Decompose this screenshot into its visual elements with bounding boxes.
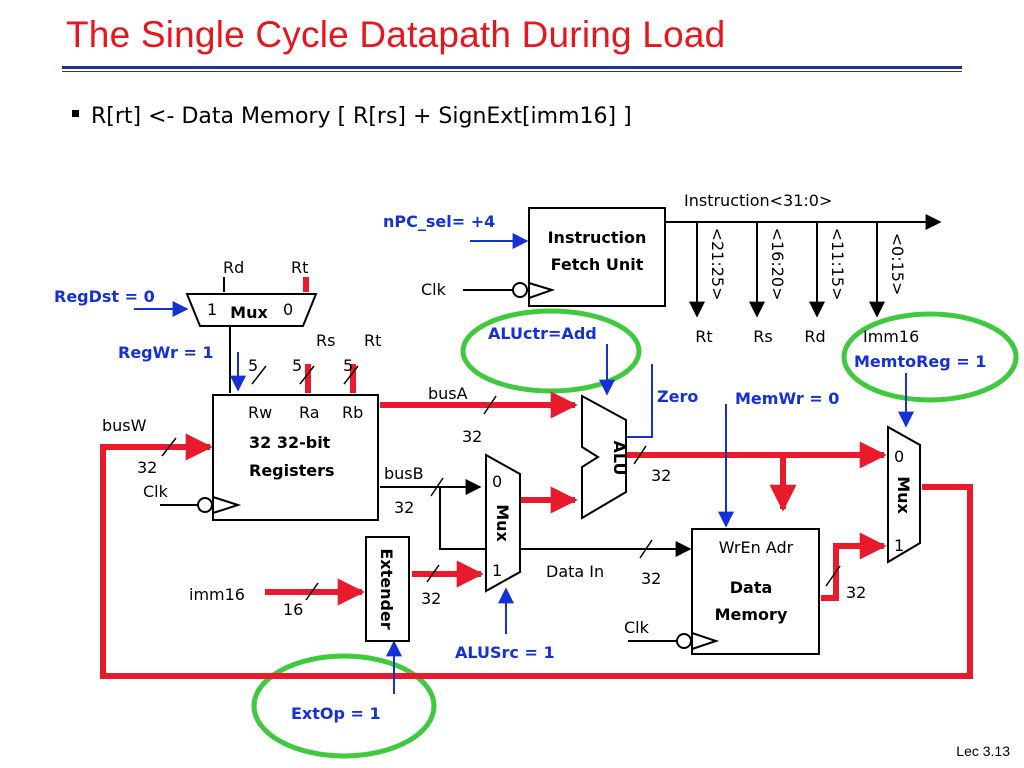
data-in-width-label: 32 [641, 569, 661, 588]
slash-alu-out [633, 445, 647, 465]
ifu-clk-label: Clk [421, 280, 447, 299]
dmem-out-width-label: 32 [846, 583, 866, 602]
alusrc-mux-in0: 0 [492, 472, 502, 491]
memtoreg-highlight [841, 311, 1019, 403]
width-slashes [161, 365, 841, 601]
npc-sel-label: nPC_sel= +4 [383, 212, 495, 231]
instruction-bus-label: Instruction<31:0> [684, 191, 832, 210]
writeback-loop [100, 433, 973, 679]
regfile-label-2: Registers [249, 461, 335, 480]
alusrc-label: ALUSrc = 1 [455, 643, 555, 662]
regwr-label: RegWr = 1 [118, 343, 214, 362]
title-rule-thin [62, 71, 962, 72]
busW-label: busW [102, 416, 147, 435]
field-rs-label: Rs [753, 327, 772, 346]
regfile-port-ra: Ra [299, 403, 320, 422]
regdst-mux: 1 Mux 0 [185, 293, 318, 327]
control-wires [134, 233, 914, 694]
field-16-20-label: <16:20> [768, 228, 787, 301]
slash-rb [343, 365, 359, 385]
regfile-port-rw: Rw [248, 403, 272, 422]
data-memory: WrEn Adr Data Memory [676, 528, 820, 655]
slash-imm16 [305, 582, 319, 601]
field-rd-label: Rd [804, 327, 825, 346]
rw-width-label: 5 [248, 356, 258, 375]
field-11-15-label: <11:15> [828, 228, 847, 301]
rt-label-mid: Rt [364, 331, 381, 350]
slash-busA [483, 395, 497, 415]
slash-ra [299, 365, 315, 385]
busB-label: busB [384, 464, 424, 483]
extender: Extender [365, 536, 410, 642]
ext-out-width-label: 32 [421, 589, 441, 608]
memtoreg-label: MemtoReg = 1 [854, 352, 986, 371]
rt-label-top: Rt [291, 258, 308, 277]
dmem-clk-label: Clk [624, 618, 650, 637]
alusrc-mux-label: Mux [493, 504, 512, 542]
busB-to-datain-wire [439, 487, 692, 557]
busB-width-label: 32 [394, 498, 414, 517]
rtl-bullet: R[rt] <- Data Memory [ R[rs] + SignExt[i… [72, 104, 632, 129]
title-rule-thick [62, 66, 962, 69]
dmem-ports: WrEn Adr [719, 538, 794, 557]
memtoreg-mux-in0: 0 [894, 447, 904, 466]
ifu-label-2: Fetch Unit [551, 255, 644, 274]
field-0-15-label: <0:15> [888, 233, 907, 296]
regdst-label: RegDst = 0 [54, 287, 155, 306]
memtoreg-mux: 0 Mux 1 [887, 425, 921, 564]
dmem-label-2: Memory [715, 605, 788, 624]
instruction-fetch-unit: Instruction Fetch Unit [512, 207, 666, 307]
dmem-label-1: Data [730, 578, 773, 597]
slash-busW [161, 437, 177, 457]
field-imm16-label: Imm16 [863, 327, 919, 346]
memtoreg-mux-in1: 1 [894, 536, 904, 555]
reg-clk-label: Clk [143, 482, 169, 501]
slash-datain [639, 539, 653, 559]
ra-width-label: 5 [292, 356, 302, 375]
rd-label: Rd [223, 258, 244, 277]
regdst-mux-in0: 0 [283, 300, 293, 319]
alu-out-width-label: 32 [651, 466, 671, 485]
busA-width-label: 32 [462, 427, 482, 446]
data-in-label: Data In [546, 562, 604, 581]
regdst-mux-in1: 1 [207, 300, 217, 319]
slash-busB [430, 477, 444, 497]
rtl-text: R[rt] <- Data Memory [ R[rs] + SignExt[i… [91, 104, 632, 129]
regdst-mux-label: Mux [230, 303, 268, 322]
busW-width-label: 32 [137, 458, 157, 477]
extop-highlight [251, 653, 437, 759]
aluctr-label: ALUctr=Add [488, 324, 597, 343]
alu: ALU [581, 394, 629, 520]
regfile-port-rb: Rb [342, 403, 363, 422]
slide-title: The Single Cycle Datapath During Load [66, 14, 726, 55]
slash-ext-out [426, 564, 440, 583]
rb-width-label: 5 [343, 356, 353, 375]
zero-wire [616, 364, 653, 438]
ifu-label-1: Instruction [548, 228, 647, 247]
busA-label: busA [428, 384, 468, 403]
extender-label: Extender [377, 548, 396, 629]
slash-rw [251, 365, 267, 385]
rs-label: Rs [316, 331, 335, 350]
zero-label: Zero [657, 387, 698, 406]
imm16-label: imm16 [189, 585, 245, 604]
aluctr-highlight [460, 308, 642, 394]
memtoreg-mux-label: Mux [894, 476, 913, 514]
slide-number: Lec 3.13 [956, 743, 1010, 759]
memwr-label: MemWr = 0 [735, 389, 839, 408]
bullet-square-icon [72, 109, 79, 117]
red-data-path [100, 277, 973, 679]
black-wires [160, 214, 942, 642]
alusrc-mux-in1: 1 [492, 561, 502, 580]
alusrc-mux: 0 Mux 1 [485, 453, 521, 593]
extop-label: ExtOp = 1 [291, 704, 381, 723]
register-file: Rw Ra Rb 32 32-bit Registers [197, 394, 379, 521]
imm16-width-label: 16 [283, 600, 303, 619]
regfile-label-1: 32 32-bit [249, 433, 331, 452]
field-21-25-label: <21:25> [708, 228, 727, 301]
alu-label: ALU [610, 441, 629, 476]
field-rt-label: Rt [695, 327, 712, 346]
slash-dmem-out [825, 565, 841, 587]
